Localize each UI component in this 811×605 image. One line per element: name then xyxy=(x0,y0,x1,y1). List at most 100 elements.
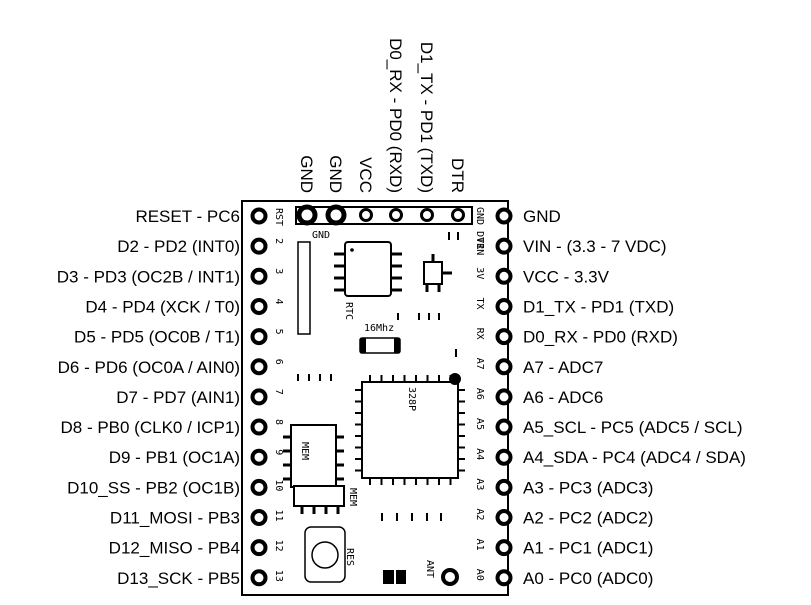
top-pin-0 xyxy=(296,204,318,226)
right-pin-0 xyxy=(495,207,513,225)
left-pin-label: D2 - PD2 (INT0) xyxy=(117,237,240,256)
atmega328p-chip xyxy=(355,373,465,485)
right-pin-label: A3 - PC3 (ADC3) xyxy=(523,478,653,497)
left-pin-7 xyxy=(250,418,268,436)
top-pin-3 xyxy=(389,208,403,222)
silk-left-number: 7 xyxy=(273,389,284,395)
top-pin-5 xyxy=(451,208,465,222)
right-pin-9 xyxy=(495,478,513,496)
right-pin-label: D0_RX - PD0 (RXD) xyxy=(523,328,678,347)
silk-left-number: RST xyxy=(273,208,284,226)
right-pin-3 xyxy=(495,297,513,315)
right-pin-label: A7 - ADC7 xyxy=(523,358,603,377)
right-header-pins xyxy=(495,207,513,587)
silk-right-name: A5 xyxy=(474,418,485,430)
antenna-chip xyxy=(383,570,406,584)
left-pin-1 xyxy=(250,237,268,255)
silk-left-number: 4 xyxy=(273,298,284,304)
silk-gnd-label: GND xyxy=(312,230,330,241)
left-pin-8 xyxy=(250,448,268,466)
left-pin-label: D13_SCK - PB5 xyxy=(117,569,240,588)
top-pin-4 xyxy=(420,208,434,222)
right-pin-2 xyxy=(495,267,513,285)
right-pin-7 xyxy=(495,418,513,436)
left-pin-4 xyxy=(250,328,268,346)
silk-right-name: A7 xyxy=(474,358,485,370)
right-pin-label: A2 - PC2 (ADC2) xyxy=(523,509,653,528)
silk-left-number: 11 xyxy=(273,510,284,522)
silk-reset-label: RES xyxy=(344,548,355,566)
silk-right-name: 3V xyxy=(474,267,485,279)
silk-right-name: RX xyxy=(474,328,485,340)
left-pin-0 xyxy=(250,207,268,225)
silk-right-name: GND DTR xyxy=(474,207,485,250)
left-header-pins xyxy=(250,207,268,587)
silk-right-name: TX xyxy=(474,297,485,309)
top-label: DTR xyxy=(448,158,467,193)
silk-right-name: VIN xyxy=(474,237,485,255)
silk-left-number: 9 xyxy=(273,449,284,455)
silk-right-name: A6 xyxy=(474,388,485,400)
silk-left-number: 13 xyxy=(273,570,284,582)
right-pin-label: D1_TX - PD1 (TXD) xyxy=(523,297,674,316)
silk-mem1-label: MEM xyxy=(299,442,310,460)
right-pin-4 xyxy=(495,328,513,346)
right-pin-label: A1 - PC1 (ADC1) xyxy=(523,539,653,558)
top-label: VCC xyxy=(356,157,375,193)
passive-components xyxy=(297,232,459,521)
silk-right-name: A4 xyxy=(474,448,485,460)
top-header-bar xyxy=(295,206,473,225)
silk-left-number: 12 xyxy=(273,540,284,552)
silk-right-name: A3 xyxy=(474,478,485,490)
left-pin-label: D6 - PD6 (OC0A / AIN0) xyxy=(58,358,240,377)
left-pin-label: D9 - PB1 (OC1A) xyxy=(109,448,240,467)
left-pin-2 xyxy=(250,267,268,285)
memory-chip-2 xyxy=(293,485,345,514)
left-pin-label: D12_MISO - PB4 xyxy=(109,539,240,558)
silk-left-number: 3 xyxy=(273,268,284,274)
silk-crystal-label: 16Mhz xyxy=(364,323,394,334)
silk-rtc-label: RTC xyxy=(343,302,354,320)
silk-left-number: 6 xyxy=(273,359,284,365)
right-pin-8 xyxy=(495,448,513,466)
right-pin-label: A4_SDA - PC4 (ADC4 / SDA) xyxy=(523,448,746,467)
silk-antenna-label: ANT xyxy=(424,560,435,578)
left-pin-label: D4 - PD4 (XCK / T0) xyxy=(85,297,240,316)
regulator-chip xyxy=(423,254,452,292)
left-pin-label: D5 - PD5 (OC0B / T1) xyxy=(74,328,240,347)
silk-right-name: A0 xyxy=(474,569,485,581)
right-pin-label: A0 - PC0 (ADC0) xyxy=(523,569,653,588)
top-pin-2 xyxy=(359,208,373,222)
silk-mcu-label: 328P xyxy=(406,387,417,411)
top-label: GND xyxy=(297,155,316,193)
silk-left-number: 2 xyxy=(273,238,284,244)
silk-left-number: 5 xyxy=(273,329,284,335)
left-pin-label: D11_MOSI - PB3 xyxy=(110,509,240,528)
silk-right-name: A2 xyxy=(474,509,485,521)
left-pin-3 xyxy=(250,297,268,315)
right-pin-label: VCC - 3.3V xyxy=(523,267,610,286)
rtc-chip xyxy=(334,241,402,297)
crystal-pad-left xyxy=(360,338,366,353)
right-pin-6 xyxy=(495,388,513,406)
left-pin-5 xyxy=(250,358,268,376)
left-pin-6 xyxy=(250,388,268,406)
crystal-pad-right xyxy=(394,338,400,353)
right-pin-label: A5_SCL - PC5 (ADC5 / SCL) xyxy=(523,418,743,437)
silk-right-name: A1 xyxy=(474,539,485,551)
left-pin-label: D3 - PD3 (OC2B / INT1) xyxy=(57,267,240,286)
right-pin-12 xyxy=(495,569,513,587)
top-label: D1_TX - PD1 (TXD) xyxy=(417,42,436,193)
silk-left-number: 8 xyxy=(273,419,284,425)
left-pin-label: D7 - PD7 (AIN1) xyxy=(116,388,240,407)
memory-chip xyxy=(283,424,344,488)
top-pin-1 xyxy=(325,204,347,226)
right-pin-label: A6 - ADC6 xyxy=(523,388,603,407)
top-header-pins xyxy=(296,204,465,226)
left-pin-label: D10_SS - PB2 (OC1B) xyxy=(67,478,240,497)
top-label: GND xyxy=(326,155,345,193)
